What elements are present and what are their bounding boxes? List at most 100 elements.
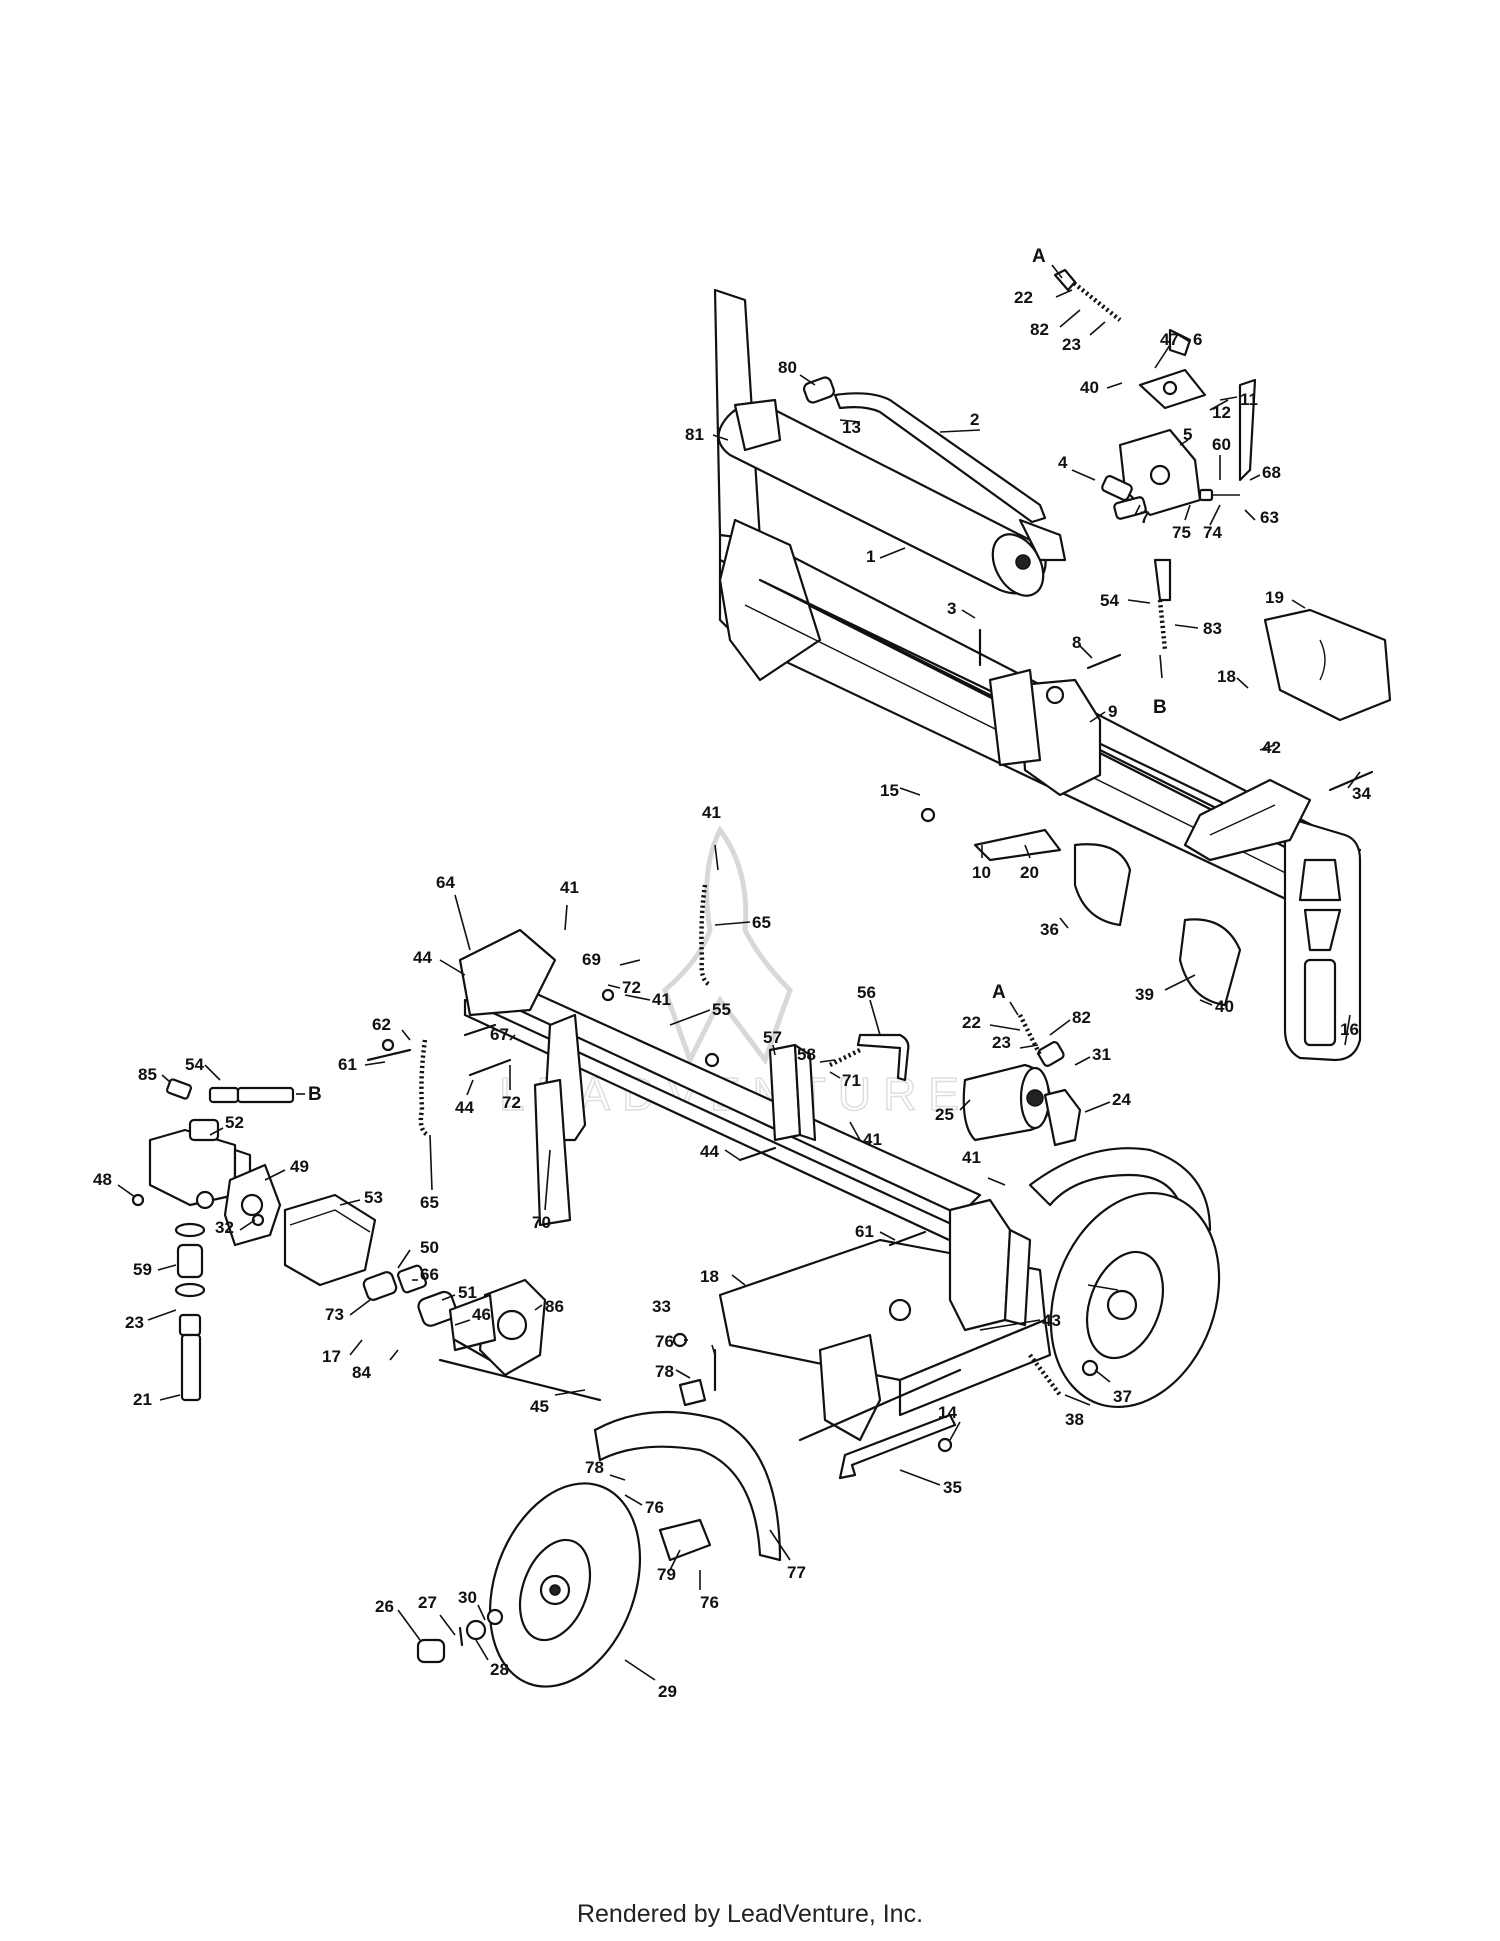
- callout-c6: 80: [778, 358, 797, 377]
- callout-c97: 14: [938, 1403, 957, 1422]
- callout-c108: 28: [490, 1660, 509, 1679]
- callout-c73: 65: [420, 1193, 439, 1212]
- callout-c93: 78: [655, 1362, 674, 1381]
- callout-c98: 38: [1065, 1410, 1084, 1429]
- callout-c63: B: [308, 1084, 322, 1105]
- callout-c30: 9: [1108, 702, 1117, 721]
- callout-c101: 76: [645, 1498, 664, 1517]
- callout-c27: 8: [1072, 633, 1081, 652]
- callout-c57: 67: [490, 1025, 509, 1044]
- callout-c109: 29: [658, 1682, 677, 1701]
- left-fender: [593, 1378, 782, 1562]
- callout-c100: 78: [585, 1458, 604, 1477]
- callout-c77: 61: [855, 1222, 874, 1241]
- callout-c95: 45: [530, 1397, 549, 1416]
- callout-c43: 72: [622, 978, 641, 997]
- callout-c99: 35: [943, 1478, 962, 1497]
- hydraulic-hose: [833, 392, 1047, 524]
- callout-c15: 60: [1212, 435, 1231, 454]
- callout-c76: 53: [364, 1188, 383, 1207]
- jack-stand: [533, 1013, 587, 1227]
- log-cradle: [1183, 778, 1312, 862]
- oil-filter: [962, 1041, 1082, 1147]
- callout-c41: 44: [413, 948, 432, 967]
- callout-c13: 81: [685, 425, 704, 444]
- callout-c68: 52: [225, 1113, 244, 1132]
- callout-c78: 32: [215, 1218, 234, 1237]
- bolts-upper: [920, 628, 1374, 823]
- suction-tube: [174, 1222, 206, 1402]
- callout-c36: 41: [702, 803, 721, 822]
- callout-c16: 4: [1058, 453, 1068, 472]
- callout-c40: 36: [1040, 920, 1059, 939]
- callout-c29: B: [1153, 697, 1167, 718]
- hydraulic-cylinder: [717, 398, 1067, 597]
- hydraulic-pump: [148, 1118, 252, 1210]
- callout-c52: 82: [1072, 1008, 1091, 1027]
- callout-c20: 74: [1203, 523, 1222, 542]
- callout-c5: 6: [1193, 330, 1202, 349]
- callout-c44: 41: [652, 990, 671, 1009]
- leader-lines: [117, 264, 1361, 1681]
- callout-c105: 76: [700, 1593, 719, 1612]
- beam-pivot-brackets: [1073, 843, 1242, 1007]
- callout-c8: 40: [1080, 378, 1099, 397]
- callout-c19: 75: [1172, 523, 1191, 542]
- callout-c71: 44: [700, 1142, 719, 1161]
- callout-c9: 11: [1240, 390, 1258, 409]
- support-bracket: [768, 1043, 817, 1142]
- return-hose-spring-upper: [1068, 278, 1122, 322]
- callout-c69: 41: [863, 1130, 882, 1149]
- callout-c84: 73: [325, 1305, 344, 1324]
- callout-c17: 68: [1262, 463, 1281, 482]
- callout-c72: 48: [93, 1170, 112, 1189]
- callout-c7: 47: [1160, 330, 1179, 349]
- callout-c83: 51: [458, 1283, 477, 1302]
- callout-c94: 21: [133, 1390, 152, 1409]
- callout-c24: 54: [1100, 591, 1119, 610]
- callout-c48: 16: [1340, 1020, 1359, 1039]
- callout-c75: 41: [962, 1148, 981, 1167]
- callout-c103: 79: [657, 1565, 676, 1584]
- callout-c39: 65: [752, 913, 771, 932]
- callout-c14: 5: [1183, 425, 1192, 444]
- callout-c18: 7: [1140, 508, 1149, 527]
- callout-c37: 64: [436, 873, 455, 892]
- right-wheel-assembly: [1028, 1147, 1221, 1409]
- callout-c10: 12: [1212, 403, 1231, 422]
- callout-c88: 33: [652, 1297, 671, 1316]
- callout-c38: 41: [560, 878, 579, 897]
- callout-c62: 54: [185, 1055, 204, 1074]
- wedge-end-plate: [1283, 818, 1362, 1062]
- callout-c80: 59: [133, 1260, 152, 1279]
- callout-c3: 82: [1030, 320, 1049, 339]
- callout-c60: 31: [1092, 1045, 1111, 1064]
- valve-fittings: [1101, 475, 1214, 520]
- callout-c31: 42: [1262, 738, 1281, 757]
- pump-inlet-fitting: [166, 1078, 295, 1104]
- left-wheel: [488, 1482, 642, 1688]
- callout-c33: 34: [1352, 784, 1371, 803]
- callout-c42: 69: [582, 950, 601, 969]
- pin-spring: [828, 1047, 862, 1068]
- axle-spring: [1028, 1353, 1062, 1397]
- callout-labels: A 22 82 23 6 80 47 40 11 12 13 2 81 5 60…: [93, 246, 1371, 1701]
- callout-c54: 58: [797, 1045, 816, 1064]
- callout-c28: 18: [1217, 667, 1236, 686]
- callout-c22: 1: [866, 547, 875, 566]
- callout-c104: 30: [458, 1588, 477, 1607]
- beam-guide: [973, 668, 1102, 862]
- callout-c91: 17: [322, 1347, 341, 1366]
- callout-c66: 24: [1112, 1090, 1131, 1109]
- axle-bracket: [948, 1198, 1032, 1332]
- callout-c50: 56: [857, 983, 876, 1002]
- callout-c58: 71: [842, 1071, 861, 1090]
- callout-c25: 83: [1203, 619, 1222, 638]
- callout-c65: 72: [502, 1093, 521, 1112]
- callout-c107: 27: [418, 1593, 437, 1612]
- hose-fitting: [803, 376, 835, 404]
- return-hose-spring-lower: [1157, 599, 1168, 651]
- callout-c96: 37: [1113, 1387, 1132, 1406]
- callout-c70: 49: [290, 1157, 309, 1176]
- callout-c89: 76: [655, 1332, 674, 1351]
